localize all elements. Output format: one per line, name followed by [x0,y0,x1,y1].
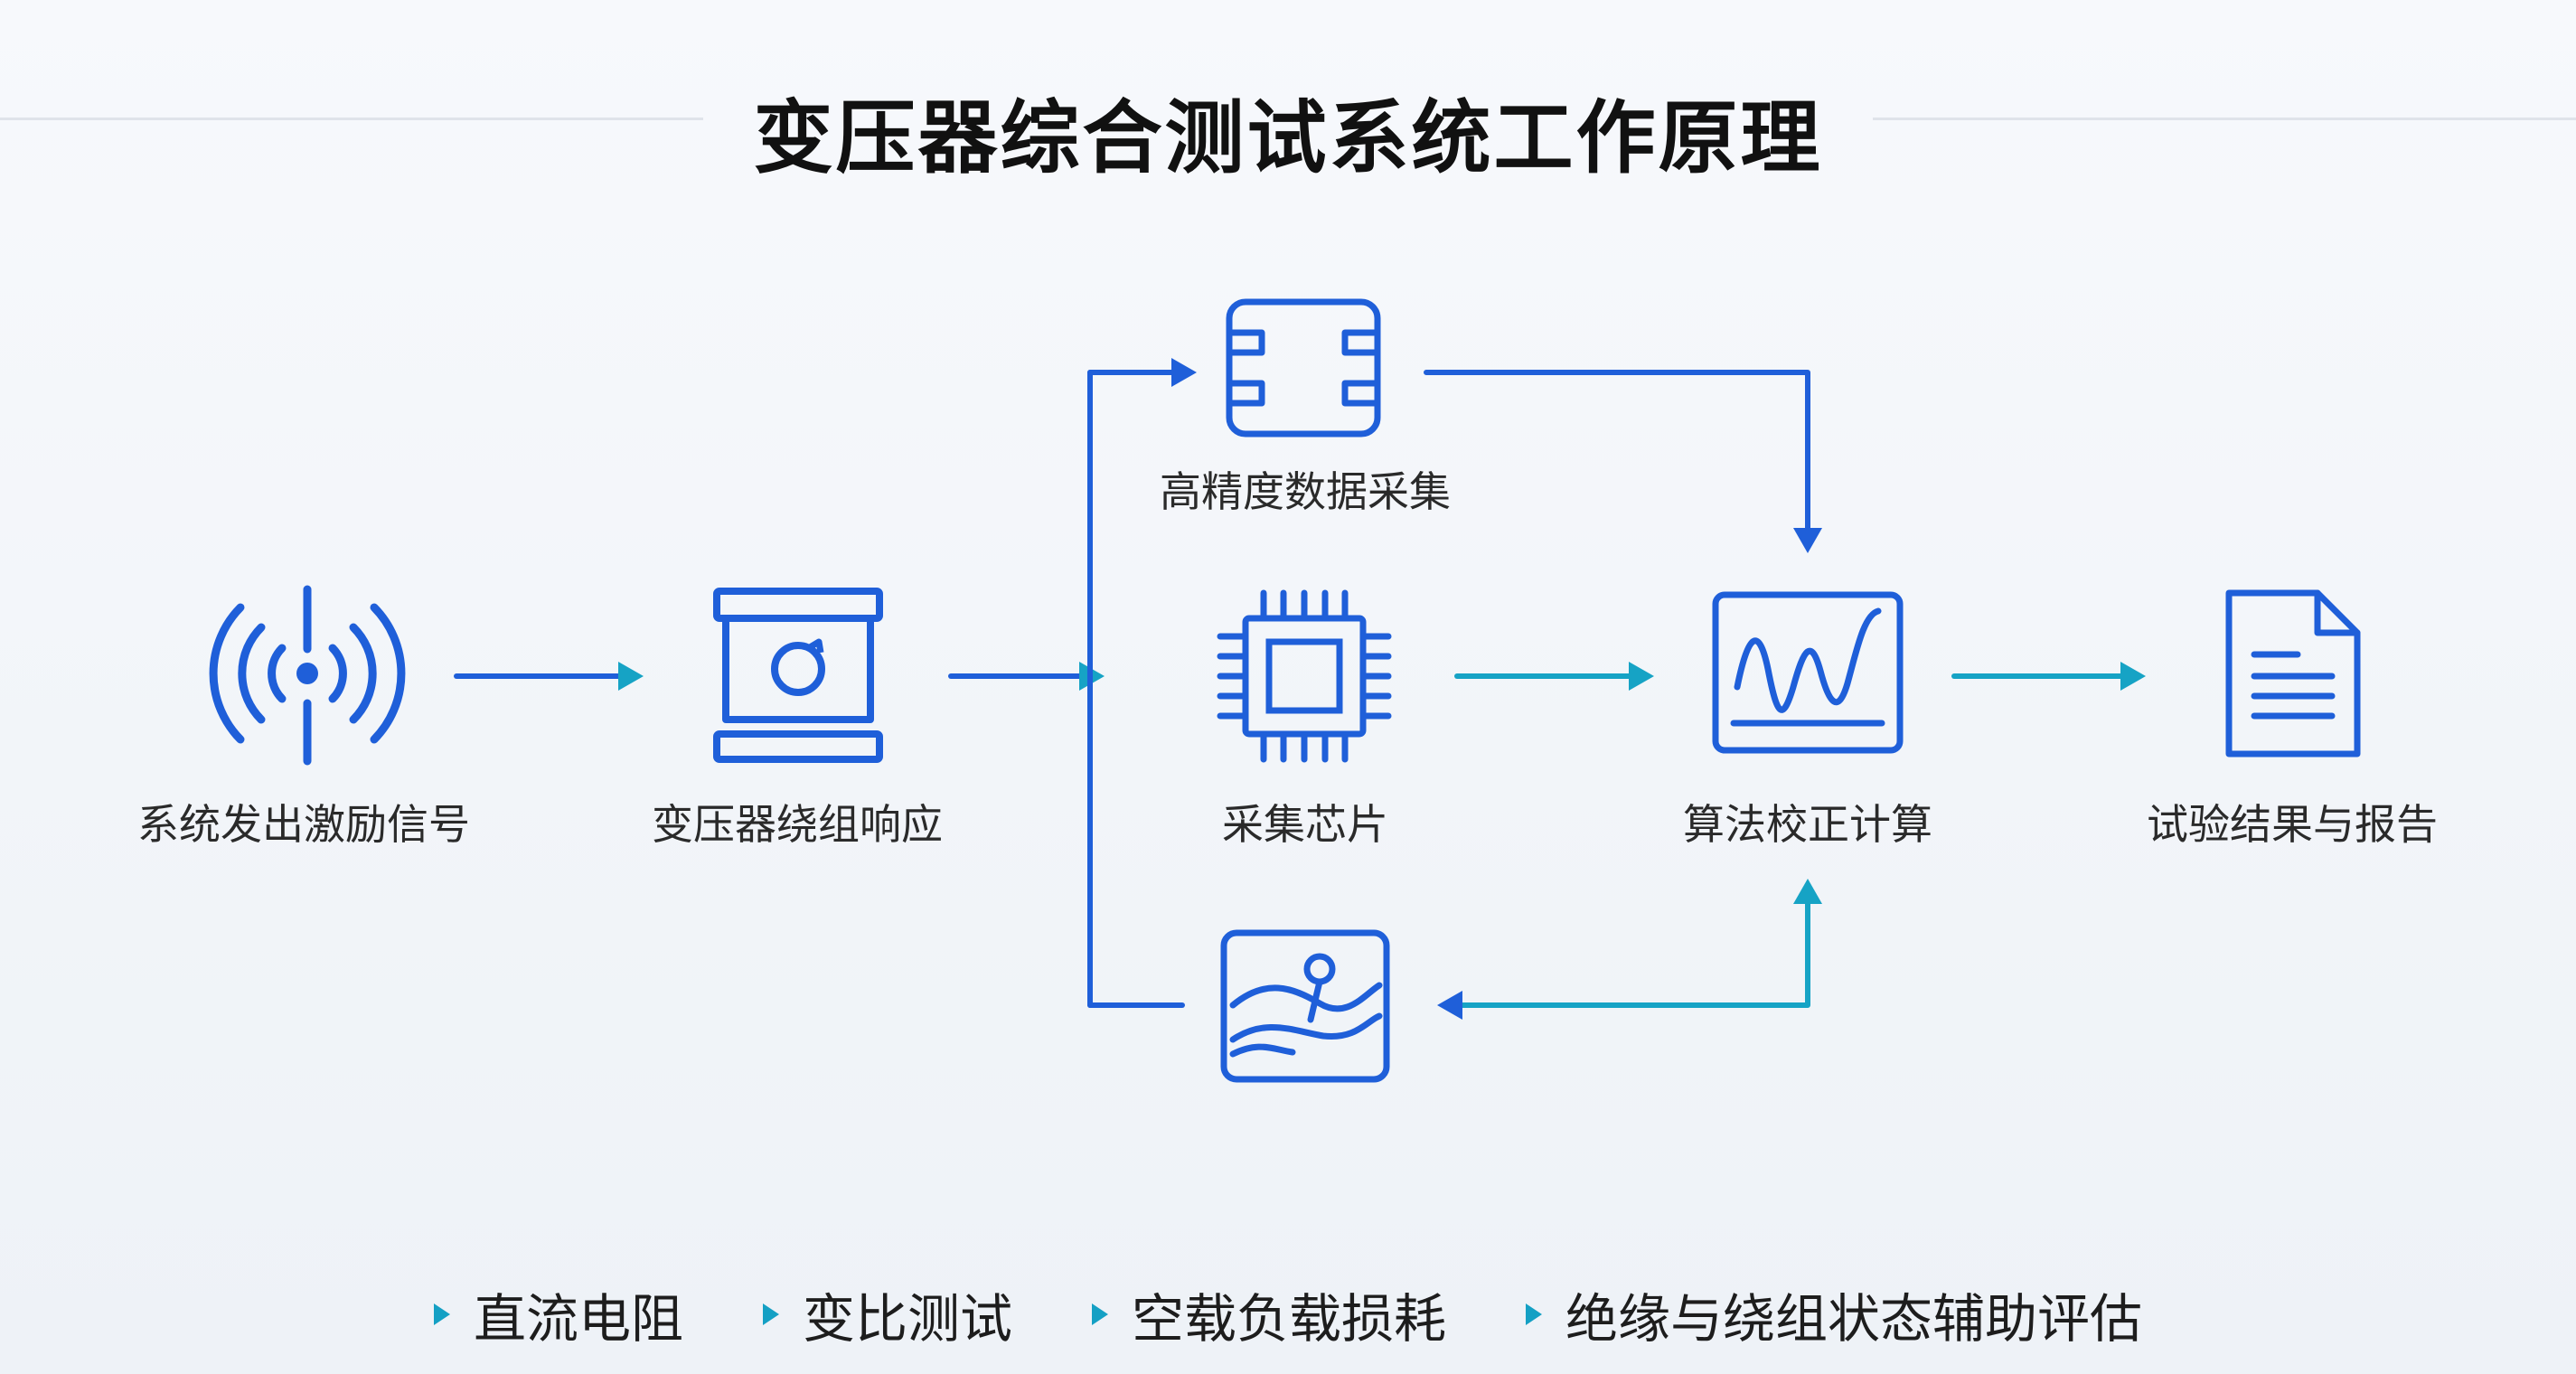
transformer-winding-icon [713,588,883,763]
node-label-chip: 采集芯片 [1222,800,1388,849]
arrowhead [1629,662,1654,691]
arrowhead [1171,358,1197,387]
feature-label: 绝缘与绕组状态辅助评估 [1565,1288,2143,1350]
page-title: 变压器综合测试系统工作原理 [753,91,1823,184]
connectors [454,358,2146,1020]
bullet-triangle-icon [1092,1303,1108,1325]
feature-item: 变比测试 [762,1276,1012,1352]
waveform-map-icon [1220,929,1390,1083]
bullet-triangle-icon [433,1303,450,1325]
feature-item: 空载负载损耗 [1092,1276,1446,1352]
arrowhead [1793,528,1822,553]
arrowhead [1437,991,1462,1020]
waveform-chart-icon [1712,591,1904,754]
node-label-winding: 变压器绕组响应 [652,800,943,849]
arrowhead [2120,662,2146,691]
wireless-signal-icon [209,585,406,766]
bullet-triangle-icon [1526,1303,1543,1325]
feature-label: 空载负载损耗 [1132,1288,1447,1350]
title-rule-left [0,118,703,120]
node-label-signal: 系统发出激励信号 [137,800,470,849]
title-rule-right [1873,118,2576,120]
arrowhead [618,662,644,691]
feature-label: 直流电阻 [473,1288,683,1350]
node-label-high-precision: 高精度数据采集 [1160,467,1451,516]
node-label-algorithm: 算法校正计算 [1683,800,1932,849]
data-acquisition-board-icon [1226,298,1381,438]
arrowhead [1793,879,1822,904]
node-label-report: 试验结果与报告 [2147,800,2438,849]
arrow-algorithm-to-waveform-map [1458,898,1810,1008]
feature-item: 直流电阻 [433,1276,683,1352]
chip-icon [1217,589,1392,763]
document-report-icon [2225,589,2361,758]
bullet-triangle-icon [762,1303,779,1325]
feature-item: 绝缘与绕组状态辅助评估 [1526,1276,2142,1352]
arrow-high-precision-to-algorithm [1424,370,1810,534]
feature-list: 直流电阻 变比测试 空载负载损耗 绝缘与绕组状态辅助评估 [0,1276,2576,1352]
feature-label: 变比测试 [802,1288,1012,1350]
